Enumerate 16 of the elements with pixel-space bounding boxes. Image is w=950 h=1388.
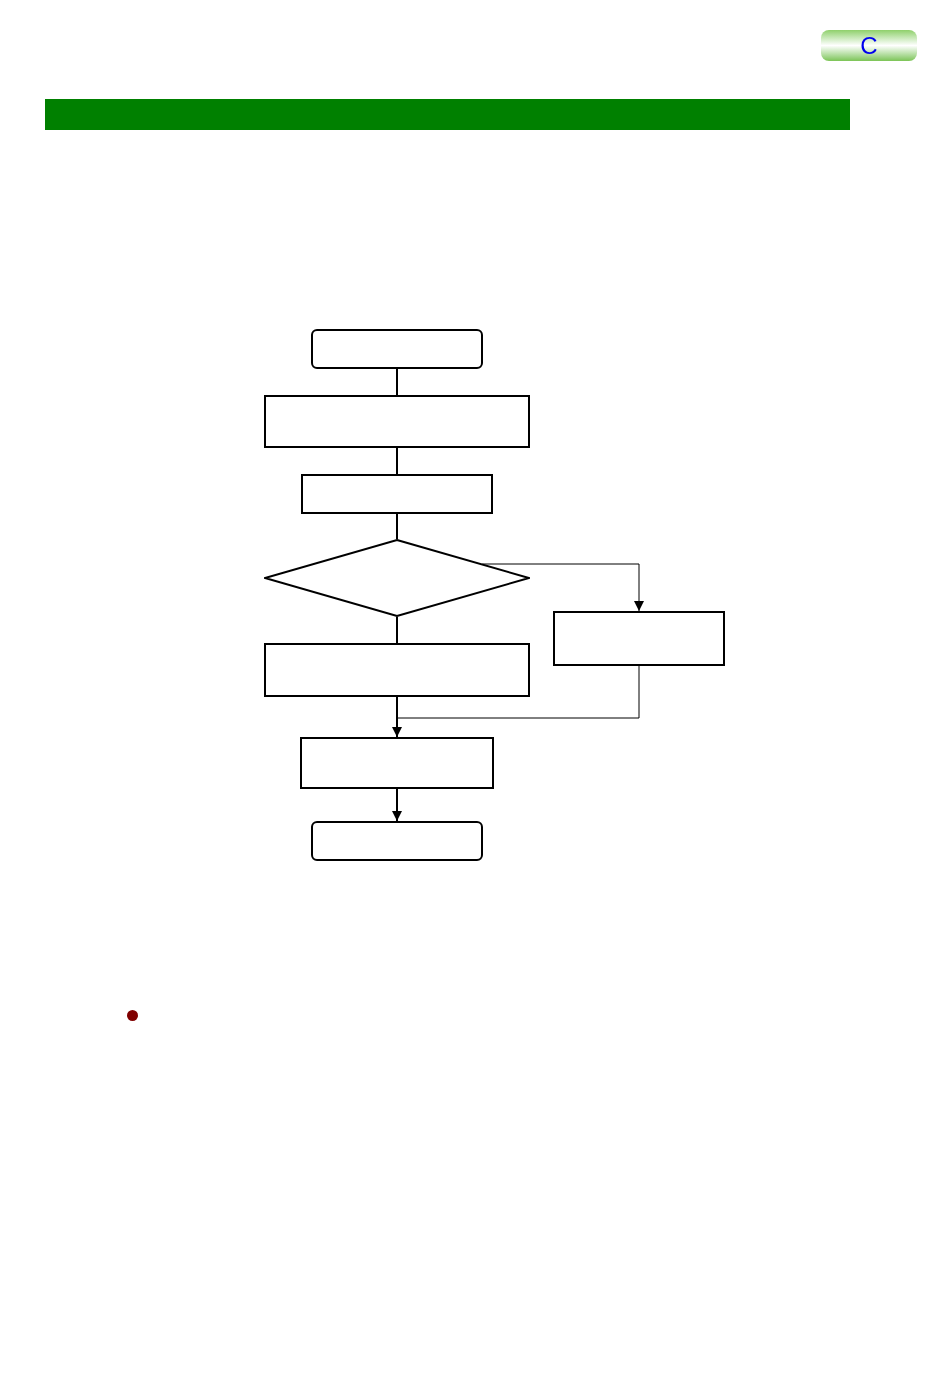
arrow xyxy=(392,788,402,822)
arrow xyxy=(392,665,640,738)
connector-line xyxy=(396,616,398,644)
connector-line xyxy=(396,696,398,738)
decision-diamond xyxy=(264,539,530,617)
terminal-box xyxy=(311,821,483,861)
terminal-box xyxy=(311,329,483,369)
process-box xyxy=(553,611,725,666)
connector-line xyxy=(396,368,398,396)
process-box xyxy=(301,474,493,514)
nav-button: C xyxy=(821,30,917,61)
process-box xyxy=(264,395,530,448)
connector-line xyxy=(396,447,398,475)
connector-line xyxy=(396,513,398,540)
process-box xyxy=(264,643,530,697)
process-box xyxy=(300,737,494,789)
